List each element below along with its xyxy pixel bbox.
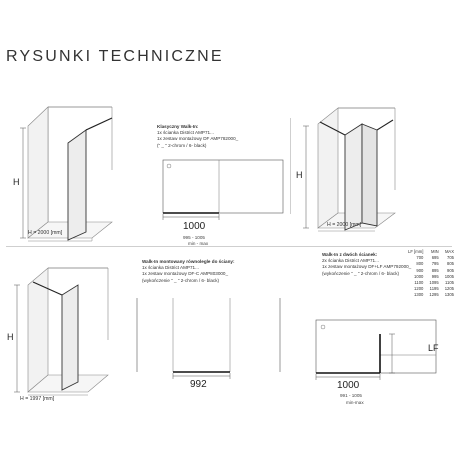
drawing1-description: Klasyczny Walk-In: 1x ścianka District A…	[157, 124, 238, 149]
lf-table: LF [mm] MIN MAX 700 695 705 800 795 805 …	[405, 249, 457, 299]
lf-table-cell: 1005	[444, 273, 455, 279]
lf-table-cell: 1105	[445, 280, 455, 286]
lf-table-header-cell: LF [mm]	[408, 249, 424, 254]
drawing1-range-label: 995 - 1005	[183, 235, 205, 240]
drawing2-h-value: H = 2000 [mm]	[327, 222, 362, 228]
drawing3-desc-title: Walk-In montowany równolegle do ściany:	[142, 259, 235, 264]
lf-table-cell: 800	[416, 261, 424, 267]
separator-vertical	[290, 118, 291, 214]
page-title: RYSUNKI TECHNICZNE	[6, 48, 224, 65]
lf-table-header: LF [mm] MIN MAX	[405, 249, 457, 255]
lf-table-cell: 1200	[414, 286, 424, 292]
drawing2-width-label: 1000	[337, 380, 360, 391]
separator-horizontal	[6, 246, 452, 247]
lf-table-row: 700 695 705	[405, 255, 457, 261]
lf-table-row: 1300 1295 1305	[405, 292, 457, 298]
drawing1-h-value: H = 2000 [mm]	[28, 230, 63, 236]
lf-table-cell: 700	[416, 255, 424, 261]
drawing3-description: Walk-In montowany równolegle do ściany: …	[142, 259, 234, 284]
lf-table-cell: 995	[431, 273, 439, 279]
drawing2-description: Walk-In z dwóch ścianek: 2x ścianka Dist…	[322, 252, 411, 277]
drawing2-lf-label: LF	[428, 343, 439, 353]
drawing1-desc-line: 1x zestaw montażowy DF AMP782000_	[157, 136, 239, 142]
lf-table-cell: 905	[447, 267, 455, 273]
lf-table-cell: 1000	[414, 273, 424, 279]
lf-table-cell: 795	[431, 261, 439, 267]
drawing2-h-label: H	[296, 170, 303, 180]
drawing2-desc-title: Walk-In z dwóch ścianek:	[322, 252, 378, 257]
lf-table-row: 900 895 905	[405, 268, 457, 274]
lf-table-row: 1100 1095 1105	[405, 280, 457, 286]
lf-table-cell: 705	[447, 255, 455, 261]
drawing3-desc-line: 1x zestaw montażowy DF-C AMP803000_	[142, 271, 229, 277]
lf-table-cell: 1295	[429, 292, 439, 298]
lf-table-cell: 1195	[429, 286, 439, 292]
drawing2-range-label: 991 - 1005	[340, 393, 362, 398]
lf-table-cell: 1095	[429, 280, 439, 286]
drawing1-desc-title: Klasyczny Walk-In:	[157, 124, 199, 129]
drawing3-width-label: 992	[190, 379, 207, 390]
lf-table-cell: 1100	[414, 280, 424, 286]
lf-table-header-cell: MIN	[431, 249, 439, 254]
drawing1-h-label: H	[13, 177, 20, 187]
drawing3-h-value: H = 1997 [mm]	[20, 396, 55, 402]
lf-table-cell: 1300	[414, 292, 424, 298]
lf-table-cell: 805	[447, 261, 455, 267]
lf-table-cell: 1205	[444, 286, 455, 292]
drawing1-width-label: 1000	[183, 221, 206, 232]
lf-table-cell: 1305	[444, 292, 455, 298]
lf-table-row: 800 795 805	[405, 261, 457, 267]
drawing2-range-sub: min-max	[346, 400, 364, 405]
lf-table-row: 1000 995 1005	[405, 274, 457, 280]
lf-table-cell: 900	[416, 267, 424, 273]
drawing2-desc-line: 1x zestaw montażowy DF+LF AMP792000_	[322, 264, 412, 270]
lf-table-cell: 895	[431, 267, 439, 273]
drawing3-desc-line: 1x ścianka District AMP71...	[142, 265, 199, 271]
lf-table-cell: 695	[431, 255, 439, 261]
drawing1-desc-line: 1x ścianka District AMP71...	[157, 130, 214, 136]
lf-table-row: 1200 1195 1205	[405, 286, 457, 292]
drawing3-desc-line: (wykończenie " _ " 2-chrom / 6- black)	[142, 277, 220, 283]
drawing1-range-sub: min - max	[188, 241, 209, 246]
drawing3-h-label: H	[7, 332, 14, 342]
lf-table-header-cell: MAX	[444, 249, 455, 254]
drawing2-desc-line: 2x ścianka District AMP71...	[322, 258, 379, 264]
drawing2-desc-line: (wykończenie " _ " 2-chrom / 6- black)	[322, 270, 400, 276]
drawing1-desc-line: (" _ " 2-chrom / 6- black)	[157, 142, 207, 148]
